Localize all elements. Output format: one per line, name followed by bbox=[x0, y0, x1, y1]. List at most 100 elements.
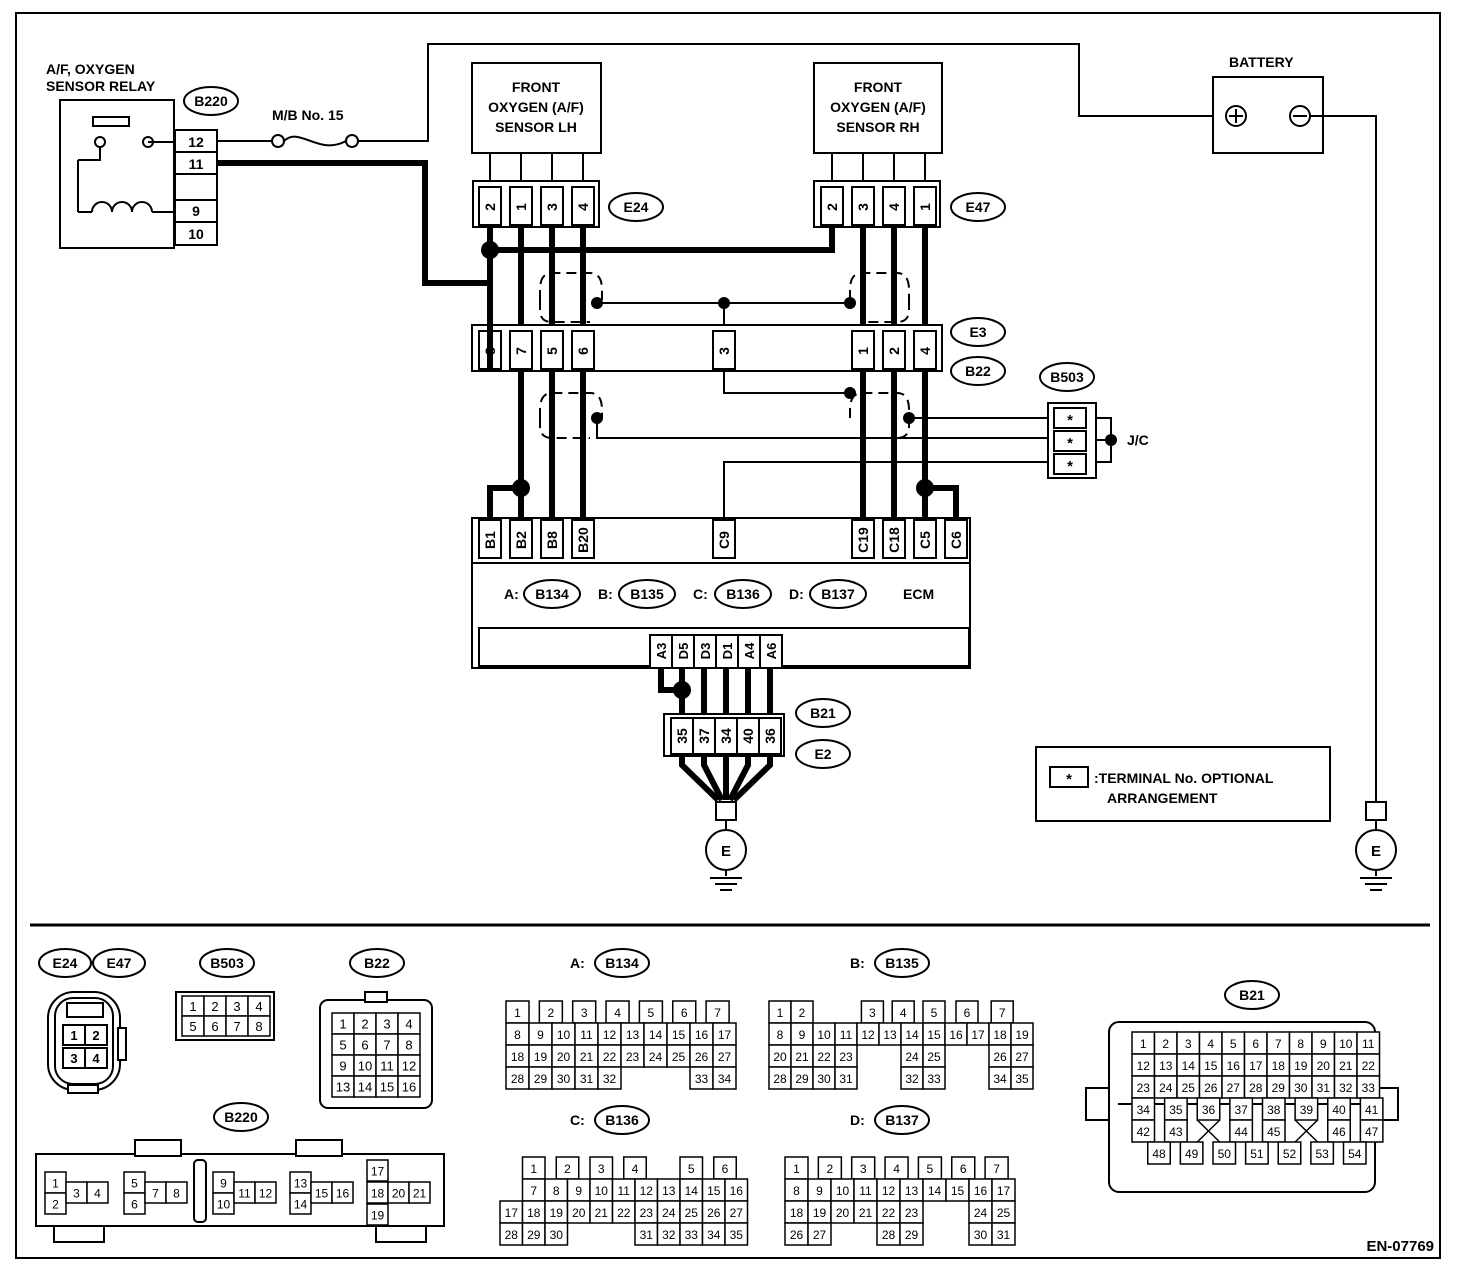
pin-number: 23 bbox=[640, 1206, 654, 1220]
pin-number: 48 bbox=[1152, 1147, 1166, 1161]
pin-number: 14 bbox=[928, 1184, 942, 1198]
svg-text:D:: D: bbox=[789, 586, 804, 602]
pin-cell bbox=[366, 1203, 389, 1226]
pin-number: 9 bbox=[816, 1184, 823, 1198]
pin-number: 2 bbox=[548, 1006, 555, 1020]
pin-number: 42 bbox=[1137, 1125, 1151, 1139]
pin-number: 28 bbox=[773, 1072, 787, 1086]
pin-number: 13 bbox=[905, 1184, 919, 1198]
svg-text:10: 10 bbox=[188, 226, 204, 242]
pin-number: 20 bbox=[773, 1050, 787, 1064]
pin-number: 20 bbox=[1317, 1059, 1331, 1073]
pin-number: 10 bbox=[1339, 1037, 1353, 1051]
pin-number: 18 bbox=[511, 1050, 525, 1064]
pin-number: 20 bbox=[392, 1187, 406, 1201]
pin-number: 31 bbox=[997, 1228, 1011, 1242]
pin-number: 28 bbox=[1249, 1081, 1263, 1095]
pin-number: 26 bbox=[695, 1050, 709, 1064]
fuse-mb-15: M/B No. 15 bbox=[217, 43, 1214, 148]
pin-number: 27 bbox=[813, 1228, 827, 1242]
pin-number: 12 bbox=[1137, 1059, 1151, 1073]
svg-text:2: 2 bbox=[824, 203, 840, 211]
pin-number: 14 bbox=[649, 1028, 663, 1042]
pin-number: 28 bbox=[882, 1228, 896, 1242]
pin-number: 32 bbox=[905, 1072, 919, 1086]
svg-text::TERMINAL No. OPTIONAL: :TERMINAL No. OPTIONAL bbox=[1094, 770, 1274, 786]
b22-label: B22 bbox=[965, 363, 991, 379]
svg-text:40: 40 bbox=[740, 728, 756, 744]
pin-number: 30 bbox=[557, 1072, 571, 1086]
pin-number: 18 bbox=[527, 1206, 541, 1220]
pin-number: 10 bbox=[557, 1028, 571, 1042]
svg-text:ARRANGEMENT: ARRANGEMENT bbox=[1107, 790, 1218, 806]
pin-number: 5 bbox=[1230, 1037, 1237, 1051]
pin-number: 7 bbox=[999, 1006, 1006, 1020]
svg-text:9: 9 bbox=[192, 203, 200, 219]
pin-number: 11 bbox=[859, 1184, 872, 1198]
pin-number: 2 bbox=[52, 1198, 59, 1212]
pin-number: 10 bbox=[358, 1059, 372, 1074]
svg-text:37: 37 bbox=[696, 728, 712, 744]
svg-text:B:: B: bbox=[850, 955, 865, 971]
pin-cell bbox=[1010, 1066, 1034, 1090]
svg-text:B22: B22 bbox=[364, 955, 390, 971]
pin-number: 19 bbox=[813, 1206, 827, 1220]
svg-text:1: 1 bbox=[855, 347, 871, 355]
pin-number: 52 bbox=[1283, 1147, 1297, 1161]
pin-number: 31 bbox=[1317, 1081, 1331, 1095]
svg-text:2: 2 bbox=[482, 203, 498, 211]
pin-number: 8 bbox=[514, 1028, 521, 1042]
pin-number: 34 bbox=[707, 1228, 721, 1242]
pin-number: 17 bbox=[718, 1028, 732, 1042]
pin-number: 9 bbox=[575, 1184, 582, 1198]
pin-number: 5 bbox=[931, 1006, 938, 1020]
svg-text:FRONT: FRONT bbox=[854, 79, 903, 95]
pin-number: 7 bbox=[383, 1038, 390, 1053]
pin-number: 49 bbox=[1185, 1147, 1199, 1161]
pin-number: 30 bbox=[817, 1072, 831, 1086]
pin-number: 18 bbox=[790, 1206, 804, 1220]
legend: * :TERMINAL No. OPTIONAL ARRANGEMENT bbox=[1035, 746, 1331, 822]
pin-number: 4 bbox=[94, 1187, 101, 1201]
pin-number: 1 bbox=[793, 1162, 800, 1176]
pin-number: 12 bbox=[259, 1187, 273, 1201]
svg-text:*: * bbox=[1067, 435, 1073, 452]
svg-text:J/C: J/C bbox=[1127, 432, 1149, 448]
pin-number: 33 bbox=[1362, 1081, 1376, 1095]
pin-number: 5 bbox=[927, 1162, 934, 1176]
svg-text:ECM: ECM bbox=[903, 586, 934, 602]
pin-cell bbox=[1294, 1097, 1319, 1121]
pin-number: 23 bbox=[626, 1050, 640, 1064]
pin-number: 53 bbox=[1315, 1147, 1329, 1161]
svg-text:C19: C19 bbox=[855, 527, 871, 553]
pin-number: 8 bbox=[1297, 1037, 1304, 1051]
pin-number: 1 bbox=[1140, 1037, 1147, 1051]
pin-number: 7 bbox=[1275, 1037, 1282, 1051]
pin-number: 17 bbox=[997, 1184, 1011, 1198]
pin-number: 1 bbox=[189, 999, 196, 1014]
pin-number: 34 bbox=[993, 1072, 1007, 1086]
pin-number: 19 bbox=[371, 1209, 385, 1223]
pin-number: 5 bbox=[688, 1162, 695, 1176]
pin-number: 34 bbox=[1137, 1103, 1151, 1117]
svg-text:B137: B137 bbox=[821, 586, 855, 602]
svg-text:OXYGEN (A/F): OXYGEN (A/F) bbox=[488, 99, 584, 115]
svg-text:E24: E24 bbox=[53, 955, 78, 971]
pin-cell bbox=[899, 1222, 924, 1246]
pin-cell bbox=[1196, 1097, 1221, 1121]
pin-number: 7 bbox=[530, 1184, 537, 1198]
pin-number: 24 bbox=[974, 1206, 988, 1220]
ecm-top-pins: B1 B2 B8 B20 C9 C19 C18 C5 C6 bbox=[478, 519, 968, 559]
svg-text:C18: C18 bbox=[886, 527, 902, 553]
pin-number: 16 bbox=[730, 1184, 744, 1198]
pin-number: 8 bbox=[777, 1028, 784, 1042]
pin-cell bbox=[1342, 1141, 1367, 1165]
pin-number: 6 bbox=[681, 1006, 688, 1020]
pin-number: 17 bbox=[971, 1028, 985, 1042]
pin-number: 46 bbox=[1332, 1125, 1346, 1139]
outer-frame bbox=[15, 12, 1441, 1259]
